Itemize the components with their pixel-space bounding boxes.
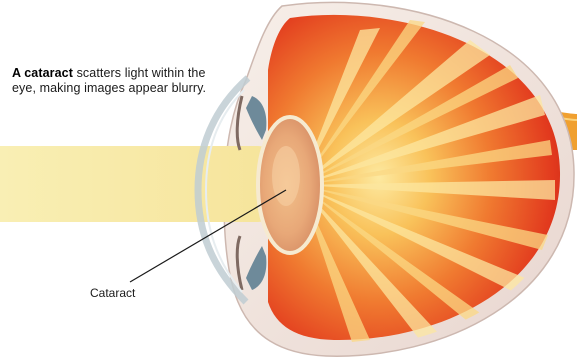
incoming-light-beam [0,146,300,222]
cataract-label: Cataract [90,286,135,300]
caption-bold-term: A cataract [12,66,73,80]
caption-text: A cataract scatters light within the eye… [12,66,222,96]
